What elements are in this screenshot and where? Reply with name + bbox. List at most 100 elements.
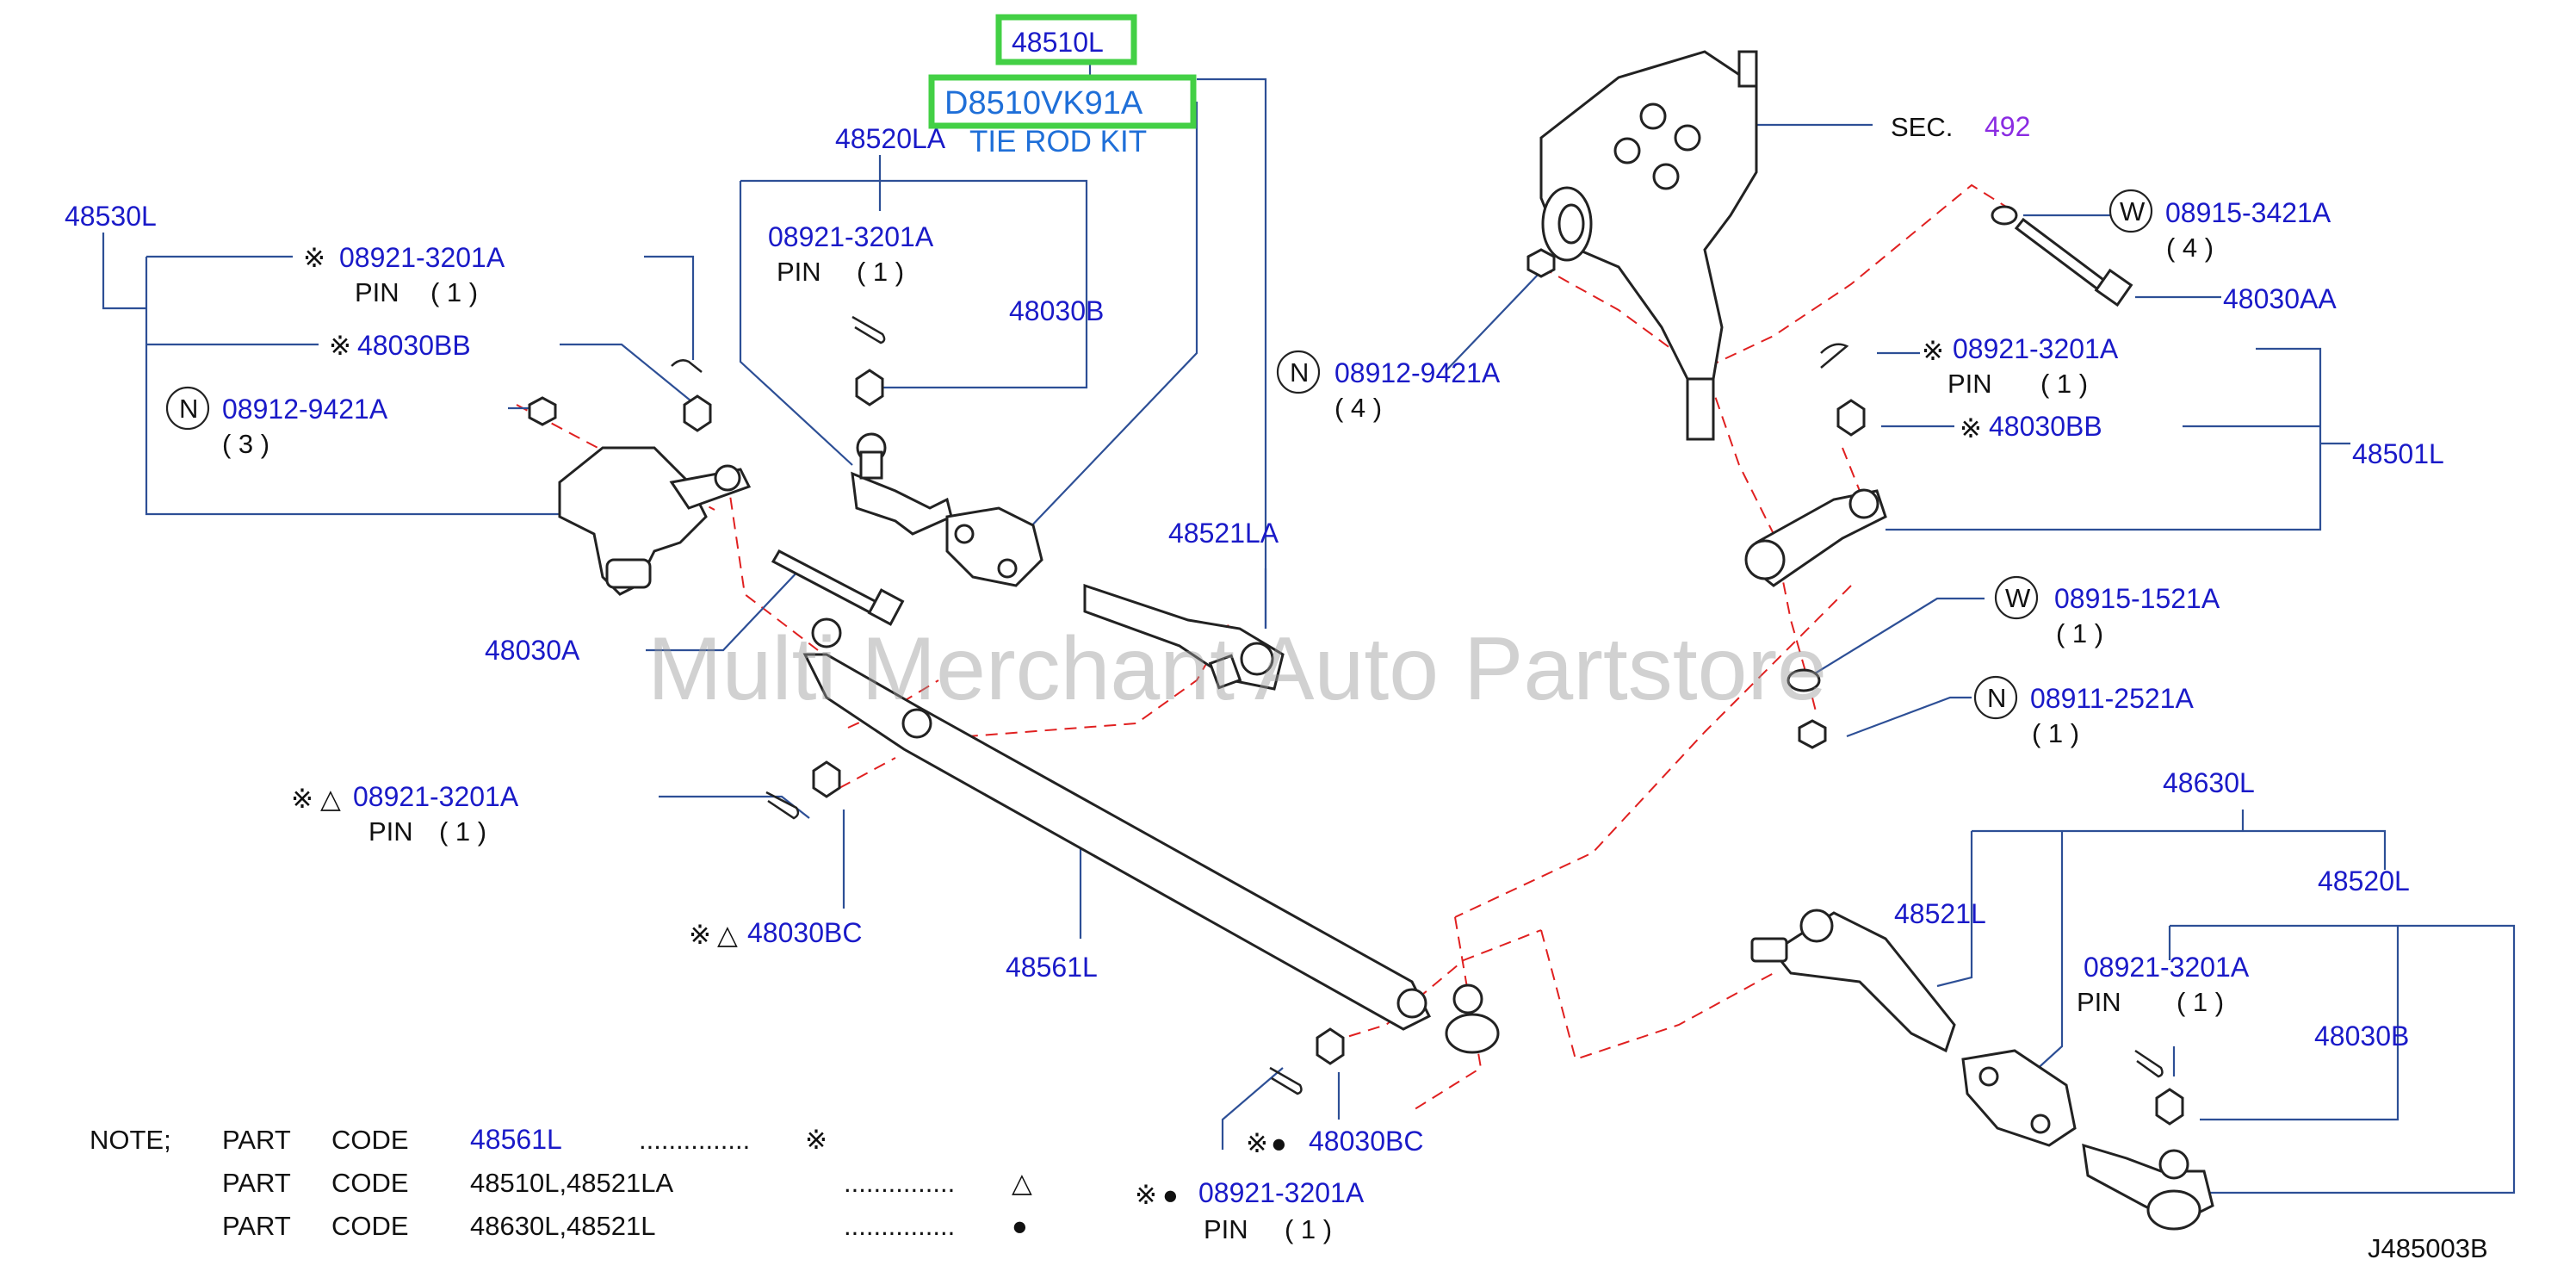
kome-symbol: ※ xyxy=(1960,413,1982,444)
note-row-dots: ............... xyxy=(639,1125,750,1155)
n-circle-letter: N xyxy=(179,394,198,424)
part-label-08915-3421A[interactable]: 08915-3421A xyxy=(2165,197,2331,228)
part-castle-nuts xyxy=(683,369,2184,1126)
leader-lines xyxy=(102,62,2516,1194)
part-label-08911-2521A[interactable]: 08911-2521A xyxy=(2030,683,2194,714)
n-circle-letter: N xyxy=(1987,683,2006,713)
note-row-value[interactable]: 48561L xyxy=(470,1124,562,1155)
kome-symbol: ※ xyxy=(689,920,711,950)
highlight-box-kit-code xyxy=(928,74,1197,129)
w-circle-icon xyxy=(1994,575,2039,620)
part-tie-rod-end-48521LA xyxy=(1083,583,1285,691)
part-label-48030B-a[interactable]: 48030B xyxy=(1009,295,1104,326)
part-label-48521LA[interactable]: 48521LA xyxy=(1168,518,1279,549)
part-label-48030BB-b[interactable]: 48030BB xyxy=(1989,411,2102,442)
part-cotter-pins xyxy=(671,315,2164,1095)
dot-symbol: ● xyxy=(1162,1180,1179,1210)
part-label-08921-3201A-e[interactable]: 08921-3201A xyxy=(1953,333,2119,364)
section-number-link[interactable]: 492 xyxy=(1985,111,2030,142)
part-label-48561L[interactable]: 48561L xyxy=(1006,952,1098,983)
note-row-part: PART xyxy=(222,1168,291,1198)
part-label-48630L[interactable]: 48630L xyxy=(2163,767,2255,798)
part-label-48520LA[interactable]: 48520LA xyxy=(835,123,946,154)
w-circle-letter: W xyxy=(2120,196,2146,226)
pin-qty-f: ( 1 ) xyxy=(2177,987,2224,1017)
part-label-08921-3201A-c[interactable]: 08921-3201A xyxy=(353,781,519,812)
note-row-part: PART xyxy=(222,1125,291,1155)
section-label: SEC. xyxy=(1891,112,1953,142)
pin-qty-a: ( 1 ) xyxy=(430,277,478,307)
part-label-08921-3201A-b[interactable]: 08921-3201A xyxy=(768,221,934,252)
kome-symbol: ※ xyxy=(1922,336,1944,366)
part-label-48530L[interactable]: 48530L xyxy=(65,201,157,232)
note-row-symbol: △ xyxy=(1012,1168,1032,1198)
pin-qty-e: ( 1 ) xyxy=(2040,369,2088,399)
pin-label-b: PIN xyxy=(777,257,821,287)
part-label-48520L[interactable]: 48520L xyxy=(2318,865,2410,896)
note-title: NOTE; xyxy=(90,1125,171,1155)
diagram-code: J485003B xyxy=(2368,1233,2488,1263)
pin-qty-b: ( 1 ) xyxy=(857,257,904,287)
part-label-48030BB-a[interactable]: 48030BB xyxy=(357,330,471,361)
pin-label-a: PIN xyxy=(355,277,399,307)
part-tie-rod-end-48520L xyxy=(2082,1143,2214,1231)
kit-code-label[interactable]: D8510VK91A xyxy=(944,85,1143,121)
part-tie-rod-48561L xyxy=(802,617,1500,1054)
part-idler-arm-48530L xyxy=(558,446,752,596)
pin-qty-c: ( 1 ) xyxy=(439,816,486,847)
pin-qty-d: ( 1 ) xyxy=(1285,1214,1332,1244)
triangle-symbol: △ xyxy=(320,784,341,814)
part-steering-gearbox xyxy=(1539,50,1758,441)
note-row-dots: ............... xyxy=(844,1211,955,1241)
highlight-box-48510L xyxy=(995,14,1137,65)
kit-name-label: TIE ROD KIT xyxy=(969,125,1147,158)
part-label-48030BC-a[interactable]: 48030BC xyxy=(747,917,862,948)
kome-symbol: ※ xyxy=(291,784,313,814)
part-bolts xyxy=(771,217,2133,626)
w-circle-icon xyxy=(2108,189,2153,233)
n-circle-icon xyxy=(165,386,210,431)
note-row-value: 48510L,48521LA xyxy=(470,1168,674,1198)
part-label-48030AA[interactable]: 48030AA xyxy=(2223,283,2337,314)
part-tie-rod-end-48520LA xyxy=(851,432,953,536)
part-label-08921-3201A-d[interactable]: 08921-3201A xyxy=(1198,1177,1365,1208)
part-label-48030BC-b[interactable]: 48030BC xyxy=(1309,1126,1423,1157)
qty-08911-2521A: ( 1 ) xyxy=(2032,718,2079,748)
part-label-48510L[interactable]: 48510L xyxy=(1012,27,1104,58)
part-label-08915-1521A[interactable]: 08915-1521A xyxy=(2054,583,2220,614)
watermark-text: Multi Merchant Auto Partstore xyxy=(647,619,1827,719)
n-circle-icon xyxy=(1973,675,2018,720)
part-adjust-tube-48510L xyxy=(945,506,1043,587)
pin-label-c: PIN xyxy=(368,816,413,847)
note-row-code: CODE xyxy=(331,1125,409,1155)
part-label-48030B-b[interactable]: 48030B xyxy=(2314,1021,2409,1052)
note-row-part: PART xyxy=(222,1211,291,1241)
n-circle-letter: N xyxy=(1290,357,1309,388)
part-label-48030A[interactable]: 48030A xyxy=(485,635,580,666)
dot-symbol: ● xyxy=(1271,1128,1287,1158)
note-row-code: CODE xyxy=(331,1168,409,1198)
w-circle-letter: W xyxy=(2005,583,2031,613)
pin-label-e: PIN xyxy=(1947,369,1992,399)
part-label-48521L[interactable]: 48521L xyxy=(1894,898,1986,929)
note-row-value: 48630L,48521L xyxy=(470,1211,656,1241)
pin-label-f: PIN xyxy=(2077,987,2121,1017)
part-label-08912-9421A-a[interactable]: 08912-9421A xyxy=(222,394,388,425)
part-pitman-arm-48501L xyxy=(1744,488,1887,587)
note-row-symbol: ● xyxy=(1012,1211,1028,1241)
part-label-08921-3201A-a[interactable]: 08921-3201A xyxy=(339,242,505,273)
qty-08915-3421A: ( 4 ) xyxy=(2166,233,2214,263)
kome-symbol: ※ xyxy=(1246,1128,1268,1158)
part-adjust-tube-48630L xyxy=(1961,1049,2077,1147)
n-circle-icon xyxy=(1276,350,1321,394)
qty-08912-9421A-b: ( 4 ) xyxy=(1334,393,1382,423)
part-label-48501L[interactable]: 48501L xyxy=(2352,438,2444,469)
part-nuts xyxy=(528,205,2018,749)
kome-symbol: ※ xyxy=(1135,1180,1157,1210)
part-label-08921-3201A-f[interactable]: 08921-3201A xyxy=(2084,952,2250,983)
part-label-08912-9421A-b[interactable]: 08912-9421A xyxy=(1334,357,1501,388)
note-table: NOTE; PART CODE 48561L ............... ※… xyxy=(90,1124,1032,1241)
pin-label-d: PIN xyxy=(1204,1214,1248,1244)
qty-08915-1521A: ( 1 ) xyxy=(2056,618,2103,648)
